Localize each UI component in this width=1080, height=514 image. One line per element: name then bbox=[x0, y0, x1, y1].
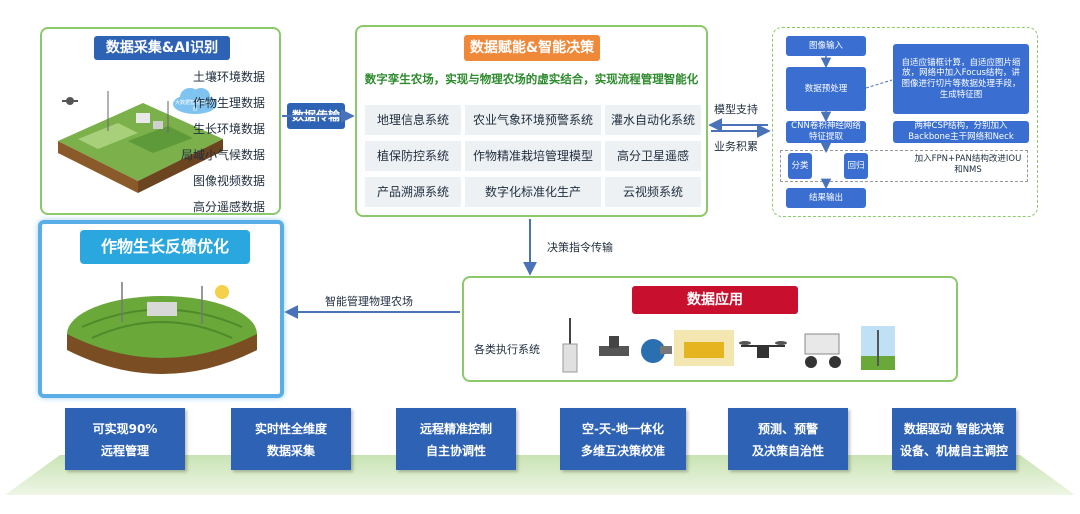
data-type-item: 土壤环境数据 bbox=[192, 70, 265, 84]
harvester-icon bbox=[674, 330, 734, 366]
data-type-item: 局域小气候数据 bbox=[180, 148, 265, 162]
decision-title: 数据赋能&智能决策 bbox=[464, 35, 600, 61]
system-cell: 地理信息系统 bbox=[365, 105, 461, 135]
feature-line: 多维互决策校准 bbox=[580, 444, 665, 458]
data-type-item: 图像视频数据 bbox=[192, 174, 265, 188]
feature-card: 可实现90% 远程管理 bbox=[65, 408, 185, 470]
business-accumulation-label: 业务积累 bbox=[714, 140, 758, 153]
command-transmission-label: 决策指令传输 bbox=[547, 241, 613, 254]
cnn-note: 两种CSP结构，分别加入Backbone主干网络和Neck bbox=[893, 121, 1029, 143]
decision-subtitle: 数字孪生农场，实现与物理农场的虚实结合，实现流程管理智能化 bbox=[364, 72, 699, 86]
feature-line: 实时性全维度 bbox=[254, 422, 327, 436]
system-cell: 农业气象环境预警系统 bbox=[465, 105, 601, 135]
system-cell: 产品溯源系统 bbox=[365, 177, 461, 207]
result-output-box: 结果输出 bbox=[786, 188, 866, 208]
classify-box: 分类 bbox=[788, 153, 812, 179]
cnn-feature-box: CNN卷积神经网络特征提取 bbox=[786, 121, 866, 143]
image-input-box: 图像输入 bbox=[786, 36, 866, 56]
ai-pipeline-panel bbox=[772, 27, 1038, 217]
executor-label: 各类执行系统 bbox=[474, 343, 540, 356]
system-cell: 植保防控系统 bbox=[365, 141, 461, 171]
feature-line: 自主协调性 bbox=[425, 444, 486, 458]
data-collection-title: 数据采集&AI识别 bbox=[94, 36, 230, 60]
feature-card: 数据驱动 智能决策 设备、机械自主调控 bbox=[892, 408, 1016, 470]
data-type-item: 生长环境数据 bbox=[192, 122, 265, 136]
model-support-label: 模型支持 bbox=[714, 103, 758, 116]
preprocess-box: 数据预处理 bbox=[786, 67, 866, 111]
data-type-list: 土壤环境数据 作物生理数据 生长环境数据 局域小气候数据 图像视频数据 高分遥感… bbox=[155, 64, 265, 220]
decision-panel: 数据赋能&智能决策 数字孪生农场，实现与物理农场的虚实结合，实现流程管理智能化 … bbox=[355, 25, 708, 217]
water-pump-icon bbox=[641, 339, 672, 363]
feature-card: 实时性全维度 数据采集 bbox=[231, 408, 351, 470]
system-cell: 灌水自动化系统 bbox=[605, 105, 701, 135]
cloud-platform-label: 大数据智慧农业平台 bbox=[174, 100, 215, 112]
feature-line: 可实现90% bbox=[92, 422, 158, 436]
data-type-item: 作物生理数据 bbox=[192, 96, 265, 110]
system-cell: 作物精准栽培管理模型 bbox=[465, 141, 601, 171]
data-application-panel: 数据应用 各类执行系统 bbox=[462, 276, 958, 382]
feature-card: 远程精准控制 自主协调性 bbox=[396, 408, 516, 470]
feature-line: 数据驱动 智能决策 bbox=[903, 422, 1005, 436]
cloud-icon bbox=[173, 88, 217, 114]
head-dashed-region bbox=[780, 150, 1028, 182]
feature-line: 设备、机械自主调控 bbox=[899, 444, 1008, 458]
feedback-title: 作物生长反馈优化 bbox=[80, 230, 250, 264]
feature-line: 及决策自治性 bbox=[751, 444, 824, 458]
smart-farm-illustration bbox=[67, 282, 257, 374]
valve-icon bbox=[599, 336, 629, 356]
feature-card: 空-天-地一体化 多维互决策校准 bbox=[560, 408, 686, 470]
feature-line: 远程精准控制 bbox=[419, 422, 492, 436]
system-cell: 高分卫星遥感 bbox=[605, 141, 701, 171]
feature-line: 空-天-地一体化 bbox=[582, 422, 664, 436]
drone-icon bbox=[739, 341, 787, 358]
regress-box: 回归 bbox=[844, 153, 868, 179]
system-cell: 数字化标准化生产 bbox=[465, 177, 601, 207]
system-cell: 云视频系统 bbox=[605, 177, 701, 207]
feature-line: 远程管理 bbox=[100, 444, 149, 458]
transplanter-icon bbox=[804, 333, 841, 368]
data-collection-panel: 数据采集&AI识别 大数据智慧农业平台 土壤环境数据 作物生理数据 生长环境数据… bbox=[40, 27, 281, 215]
data-application-title: 数据应用 bbox=[632, 286, 798, 314]
head-note: 加入FPN+PAN结构改进IOU和NMS bbox=[914, 154, 1022, 175]
farm-sensor-illustration bbox=[58, 91, 223, 193]
preprocess-note: 自适应锚框计算，自适应图片缩放，网络中加入Focus结构，讲图像进行切片等数据处… bbox=[893, 44, 1029, 114]
data-type-item: 高分遥感数据 bbox=[192, 200, 265, 214]
sensor-device-icon bbox=[562, 318, 578, 373]
monitoring-pole-icon bbox=[861, 326, 895, 370]
manage-farm-label: 智能管理物理农场 bbox=[325, 295, 413, 308]
feature-line: 预测、预警 bbox=[757, 422, 818, 436]
feature-line: 数据采集 bbox=[266, 444, 315, 458]
feature-card: 预测、预警 及决策自治性 bbox=[728, 408, 848, 470]
